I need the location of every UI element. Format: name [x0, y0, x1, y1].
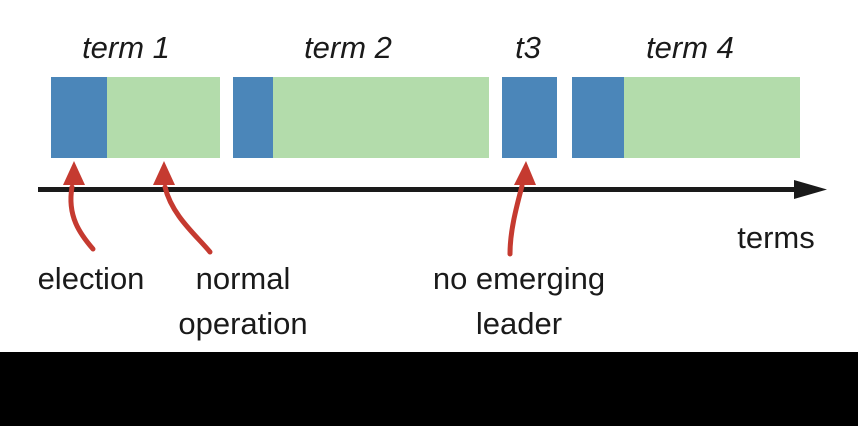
term-bar — [572, 77, 800, 158]
term-bar — [233, 77, 489, 158]
normal-operation-segment — [273, 77, 489, 158]
normal-operation-arrowhead-icon — [153, 161, 175, 185]
no-emerging-leader-arrow-icon — [507, 183, 525, 257]
election-segment — [51, 77, 107, 158]
normal-operation-segment — [107, 77, 220, 158]
annotation-label: no emerging leader — [433, 256, 605, 346]
normal-operation-arrow-icon — [162, 184, 213, 255]
term-label: term 4 — [646, 30, 734, 65]
annotation-label: election — [38, 256, 145, 301]
annotation-line: operation — [178, 306, 308, 341]
election-arrowhead-icon — [63, 161, 85, 185]
normal-operation-segment — [624, 77, 800, 158]
annotation-line: leader — [475, 306, 563, 341]
term-bar — [51, 77, 220, 158]
no-emerging-leader-arrowhead-icon — [514, 161, 536, 185]
term-bar — [502, 77, 557, 158]
axis-label: terms — [737, 220, 815, 255]
annotation-line: election — [37, 261, 145, 296]
election-segment — [502, 77, 557, 158]
letterbox-bottom — [0, 352, 858, 426]
term-label: term 2 — [304, 30, 392, 65]
election-segment — [572, 77, 624, 158]
annotation-line: normal — [195, 261, 291, 296]
term-label: term 1 — [82, 30, 170, 65]
annotation-line: no emerging — [432, 261, 606, 296]
term-label: t3 — [515, 30, 541, 65]
election-arrow-icon — [68, 184, 96, 252]
election-segment — [233, 77, 273, 158]
timeline-arrowhead-icon — [794, 180, 827, 199]
annotation-label: normal operation — [178, 256, 307, 346]
